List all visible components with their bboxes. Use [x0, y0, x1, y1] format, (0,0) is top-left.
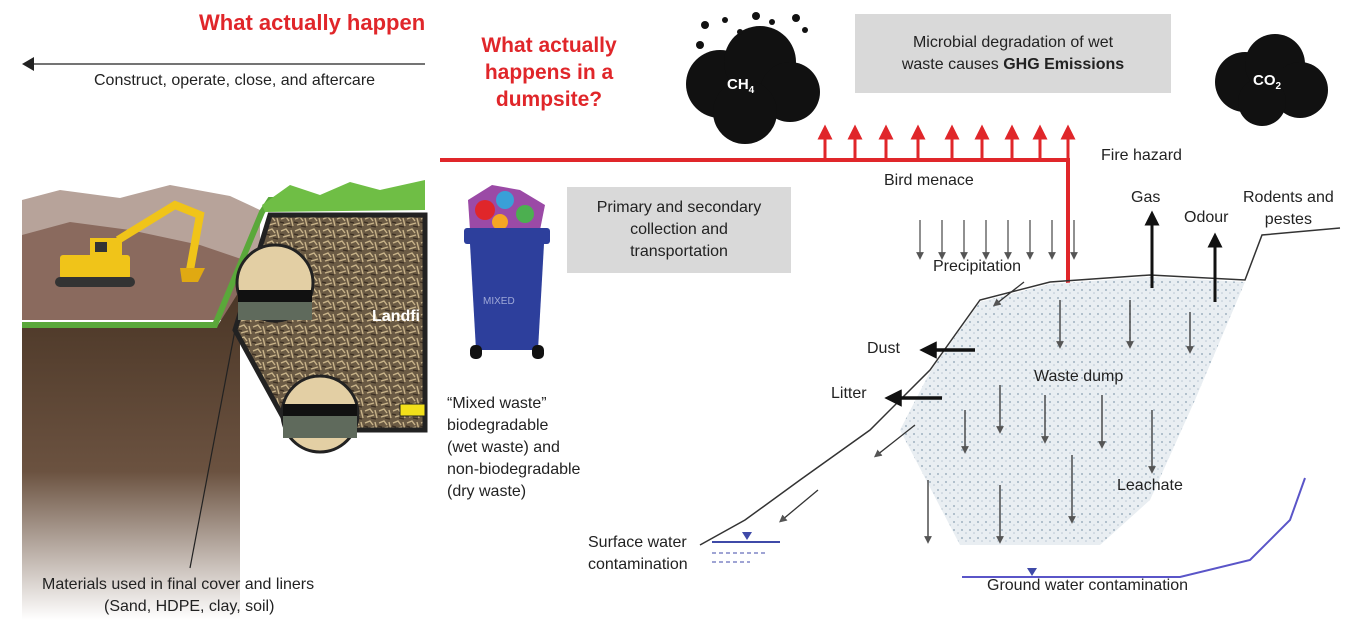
ch4-label: CH4	[727, 74, 754, 102]
ghg-emissions-text: GHG Emissions	[1003, 55, 1125, 73]
materials-line-1: Materials used in final cover and liners	[42, 576, 315, 593]
waste-dump-label: Waste dump	[1034, 368, 1124, 385]
materials-line-2: (Sand, HDPE, clay, soil)	[104, 598, 275, 615]
liner-detail-circle-top	[235, 243, 315, 323]
mixed-waste-bin-icon	[464, 185, 550, 359]
left-panel-title: What actually happen	[199, 10, 426, 35]
ground-water-label: Ground water contamination	[987, 577, 1188, 594]
emission-arrows	[817, 124, 1076, 158]
grass-top	[262, 180, 425, 212]
right-panel-title: What actually happens in a dumpsite?	[470, 32, 628, 113]
ground-water-icon	[962, 477, 1306, 578]
ch4-cloud-icon	[686, 12, 820, 144]
waste-dump-pile	[900, 277, 1245, 545]
co2-cloud-icon	[1215, 34, 1328, 126]
mixed-line-3: (wet waste) and	[447, 439, 560, 456]
fire-hazard-label: Fire hazard	[1101, 147, 1182, 164]
lifecycle-text: Construct, operate, close, and aftercare	[94, 72, 376, 89]
co2-text: CO	[1253, 72, 1276, 89]
odour-label: Odour	[1184, 209, 1229, 226]
mixed-line-5: (dry waste)	[447, 483, 527, 500]
title-line-3: dumpsite?	[495, 88, 603, 111]
collection-box: Primary and secondary collection and tra…	[567, 187, 791, 273]
mixed-line-1: “Mixed waste”	[447, 395, 547, 412]
microbial-line-1: Microbial degradation of wet	[912, 33, 1114, 51]
terrain-outline	[699, 227, 1341, 546]
title-line-1: What actually	[481, 34, 617, 57]
microbial-line-2-text: waste causes	[901, 55, 1004, 73]
mixed-line-4: non-biodegradable	[447, 461, 581, 478]
runoff-arrows	[779, 281, 1025, 523]
precipitation-arrows	[916, 220, 1078, 260]
microbial-degradation-box: Microbial degradation of wet waste cause…	[855, 14, 1171, 93]
bird-menace-label: Bird menace	[884, 172, 974, 189]
ch4-text: CH	[727, 76, 749, 93]
lifecycle-arrow-head	[22, 57, 34, 71]
precipitation-label: Precipitation	[933, 258, 1022, 275]
materials-pointer-line	[189, 329, 236, 569]
surface-water-icon	[712, 532, 780, 563]
surface-line-2: contamination	[588, 556, 688, 573]
surface-line-1: Surface water	[588, 534, 687, 551]
mixed-waste-description: “Mixed waste” biodegradable (wet waste) …	[447, 393, 580, 503]
liner-detail-circle-bottom	[280, 374, 360, 454]
collection-line-2: collection and	[630, 221, 728, 238]
landfill-label: Landfi	[372, 308, 420, 325]
soil-ground	[22, 290, 240, 620]
left-panel	[22, 57, 428, 620]
rodents-line-1: Rodents and	[1243, 189, 1334, 206]
surface-water-label: Surface water contamination	[588, 532, 688, 576]
litter-label: Litter	[831, 385, 867, 402]
mixed-line-2: biodegradable	[447, 417, 549, 434]
ch4-subscript: 4	[748, 85, 755, 96]
microbial-line-2: waste causes GHG Emissions	[902, 54, 1124, 76]
excavator-icon	[55, 200, 205, 287]
leachate-label: Leachate	[1117, 477, 1183, 494]
pipe-marker	[399, 403, 426, 417]
co2-subscript: 2	[1275, 81, 1282, 92]
co2-label: CO2	[1253, 70, 1281, 98]
dust-label: Dust	[867, 340, 900, 357]
leachate-arrows	[924, 300, 1194, 544]
rodents-line-2: pestes	[1264, 211, 1312, 228]
gas-label: Gas	[1131, 189, 1161, 206]
title-line-2: happens in a	[484, 61, 614, 84]
bin-label: MIXED	[483, 296, 515, 307]
rodents-label: Rodents and pestes	[1243, 187, 1334, 231]
collection-line-1: Primary and secondary	[596, 199, 762, 216]
collection-line-3: transportation	[630, 243, 728, 260]
